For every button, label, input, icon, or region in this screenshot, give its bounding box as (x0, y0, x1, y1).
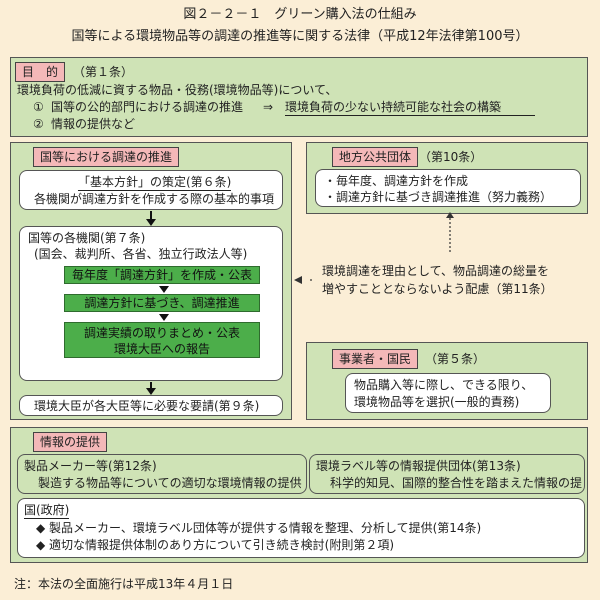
arrow-shaft (150, 211, 152, 221)
purpose-item1-num: ① (33, 100, 44, 114)
purpose-item1-result: 環境負荷の少ない持続可能な社会の構築 (285, 99, 535, 116)
national-panel: 国等における調達の推進 「基本方針」の策定(第６条) 各機関が調達方針を作成する… (10, 142, 292, 420)
arrow-icon: ⇒ (263, 100, 274, 114)
business-line2: 環境物品等を選択(一般的責務) (354, 395, 520, 409)
basic-policy-box: 「基本方針」の策定(第６条) 各機関が調達方針を作成する際の基本的事項 (19, 170, 283, 210)
basic-policy-title: 「基本方針」の策定(第６条) (78, 175, 232, 191)
purpose-item2-text: 情報の提供など (51, 117, 136, 131)
purpose-article: （第１条） (73, 65, 134, 79)
government-box: 国(政府) ◆ 製品メーカー、環境ラベル団体等が提供する情報を整理、分析して提供… (17, 498, 585, 558)
purpose-line1: 環境負荷の低減に資する物品・役務(環境物品等)について、 (17, 83, 338, 97)
purpose-panel: 目 的 （第１条） 環境負荷の低減に資する物品・役務(環境物品等)について、 ①… (10, 57, 588, 137)
law-title: 国等による環境物品等の調達の推進等に関する法律（平成12年法律第100号） (71, 29, 529, 44)
makers-desc: 製造する物品等についての適切な環境情報の提供 (38, 476, 302, 490)
agencies-sub: (国会、裁判所、各省、独立行政法人等) (34, 247, 248, 261)
eco-label-desc: 科学的知見、国際的整合性を踏まえた情報の提供 (330, 476, 582, 490)
information-label: 情報の提供 (33, 432, 108, 452)
step-procurement: 調達方針に基づき、調達推進 (64, 294, 260, 312)
down-arrow-icon (159, 286, 169, 293)
makers-box: 製品メーカー等(第12条) 製造する物品等についての適切な環境情報の提供 (17, 454, 307, 494)
business-box: 物品購入等に際し、できる限り、 環境物品等を選択(一般的責務) (345, 373, 551, 413)
agencies-box: 国等の各機関(第７条) (国会、裁判所、各省、独立行政法人等) 毎年度「調達方針… (19, 226, 283, 381)
business-panel: 事業者・国民 （第５条） 物品購入等に際し、できる限り、 環境物品等を選択(一般… (306, 342, 588, 420)
consideration-connector (294, 212, 454, 284)
step-report-line1: 調達実績の取りまとめ・公表 (83, 326, 240, 340)
purpose-item1-text: 国等の公的部門における調達の推進 (51, 100, 244, 114)
local-box: ・毎年度、調達方針を作成 ・調達方針に基づき調達推進（努力義務） (315, 169, 581, 207)
eco-label-title: 環境ラベル等の情報提供団体(第13条) (316, 459, 521, 473)
national-label: 国等における調達の推進 (33, 147, 180, 167)
purpose-item2-num: ② (33, 117, 44, 131)
step-annual-policy: 毎年度「調達方針」を作成・公表 (64, 266, 260, 284)
local-item2: ・調達方針に基づき調達推進（努力義務） (324, 190, 553, 204)
request-text: 環境大臣が各大臣等に必要な要請(第９条) (34, 399, 260, 413)
basic-policy-desc: 各機関が調達方針を作成する際の基本的事項 (34, 192, 275, 206)
purpose-label: 目 的 (15, 62, 66, 82)
footnote: 注：本法の全面施行は平成13年４月１日 (14, 577, 234, 591)
figure-title: 図２－２－１ グリーン購入法の仕組み (183, 7, 417, 22)
down-arrow-icon (159, 314, 169, 321)
makers-title: 製品メーカー等(第12条) (24, 459, 157, 473)
information-panel: 情報の提供 製品メーカー等(第12条) 製造する物品等についての適切な環境情報の… (10, 427, 588, 563)
step-report: 調達実績の取りまとめ・公表 環境大臣への報告 (64, 322, 260, 358)
eco-label-box: 環境ラベル等の情報提供団体(第13条) 科学的知見、国際的整合性を踏まえた情報の… (309, 454, 585, 494)
business-line1: 物品購入等に際し、できる限り、 (354, 378, 534, 392)
request-box: 環境大臣が各大臣等に必要な要請(第９条) (19, 395, 283, 416)
government-item1: ◆ 製品メーカー、環境ラベル団体等が提供する情報を整理、分析して提供(第14条) (36, 521, 482, 535)
local-label: 地方公共団体 (332, 147, 419, 167)
agencies-title: 国等の各機関(第７条) (28, 231, 146, 245)
consideration-line1: 環境調達を理由として、物品調達の総量を (322, 264, 550, 278)
step-report-line2: 環境大臣への報告 (113, 342, 210, 356)
local-panel: 地方公共団体 （第10条） ・毎年度、調達方針を作成 ・調達方針に基づき調達推進… (306, 142, 588, 214)
government-item2: ◆ 適切な情報提供体制のあり方について引き続き検討(附則第２項) (36, 538, 395, 552)
local-item1: ・毎年度、調達方針を作成 (324, 174, 469, 188)
government-title: 国(政府) (24, 503, 70, 519)
business-article: （第５条） (425, 352, 486, 366)
down-arrow-icon (146, 388, 156, 395)
down-arrow-icon (146, 219, 156, 226)
consideration-line2: 増やすこととならないよう配慮（第11条） (322, 282, 553, 296)
local-article: （第10条） (419, 150, 483, 164)
arrow-shaft (150, 382, 152, 390)
business-label: 事業者・国民 (332, 349, 419, 369)
